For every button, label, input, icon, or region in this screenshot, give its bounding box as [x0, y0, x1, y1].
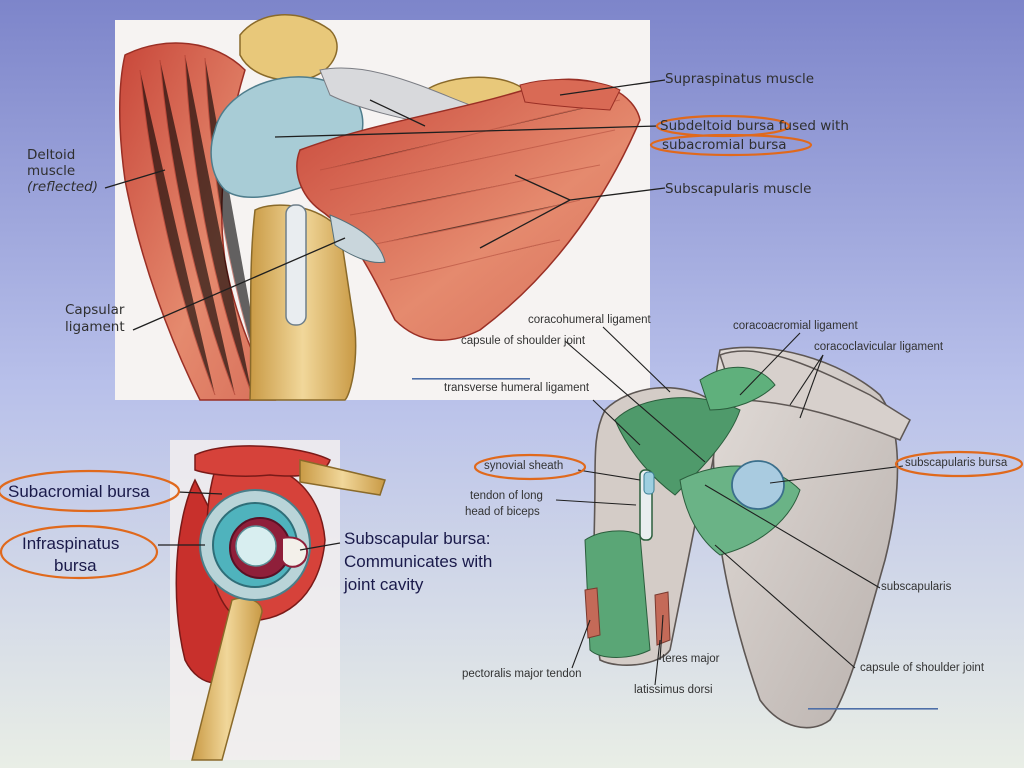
label-deltoid-2: muscle: [27, 163, 76, 179]
label-tendon-of-long-2: head of biceps: [465, 506, 540, 518]
label-infraspinatus-1: Infraspinatus: [22, 534, 120, 553]
label-latissimus-dorsi: latissimus dorsi: [634, 684, 713, 696]
label-subscapular-bursa-1: Subscapular bursa:: [344, 529, 491, 548]
label-coracoacromial-ligament: coracoacromial ligament: [733, 320, 858, 332]
highlight-ovals: [0, 114, 1024, 580]
label-synovial-sheath: synovial sheath: [484, 460, 564, 472]
label-supraspinatus-muscle: Supraspinatus muscle: [665, 71, 815, 87]
oval-synovial: [473, 453, 587, 481]
label-subscapular-bursa-3: joint cavity: [344, 575, 424, 594]
supraspinatus-muscle-shape: [519, 79, 621, 111]
br-synovial-sheath: [643, 471, 655, 495]
label-subacromial-bursa: Subacromial bursa: [8, 482, 150, 501]
br-leader-lines: [555, 326, 904, 686]
label-capsular-2: ligament: [65, 319, 125, 335]
label-capsule-of-shoulder-joint-top: capsule of shoulder joint: [461, 335, 586, 347]
label-subscapularis-bursa: subscapularis bursa: [905, 457, 1008, 469]
bl-humerus-shape: [191, 597, 263, 761]
oval-subscapularis-bursa: [894, 450, 1024, 478]
br-clavicle-shape: [719, 350, 911, 441]
bottom-right-illustration: [412, 346, 938, 729]
label-tendon-of-long-1: tendon of long: [470, 490, 543, 502]
br-subscapularis-bursa: [731, 460, 785, 510]
top-illustration: [115, 14, 650, 401]
bl-leader-lines: [158, 491, 341, 551]
label-deltoid-1: Deltoid: [27, 147, 76, 163]
br-green-muscle-3: [584, 530, 651, 658]
top-leader-lines: [104, 79, 666, 331]
label-teres-major: teres major: [662, 653, 720, 665]
bl-subscapular-pouch: [281, 536, 308, 568]
label-subdeltoid-bursa-1: Subdeltoid bursa fused with: [660, 118, 849, 134]
biceps-tendon-shape: [285, 204, 307, 326]
label-subscapularis: subscapularis: [881, 581, 952, 593]
label-subdeltoid-bursa-2: subacromial bursa: [662, 137, 787, 153]
bottom-left-illustration: [170, 440, 386, 761]
label-capsular-1: Capsular: [65, 302, 125, 318]
label-deltoid-3: (reflected): [27, 179, 99, 195]
label-subscapularis-muscle: Subscapularis muscle: [665, 181, 812, 197]
oval-infraspinatus: [0, 524, 159, 580]
br-teres-band: [584, 587, 601, 639]
oval-subacromial-top: [649, 133, 813, 157]
bl-humeral-head: [235, 525, 277, 567]
oval-subacromial-left: [0, 469, 181, 513]
label-coracoclavicular-ligament: coracoclavicular ligament: [814, 341, 944, 353]
br-green-muscle-1: [614, 397, 741, 496]
label-transverse-humeral-ligament: transverse humeral ligament: [444, 382, 590, 394]
bl-clavicle-shape: [299, 459, 386, 496]
acromion-shape: [239, 14, 338, 81]
br-underline-top: [412, 378, 530, 380]
br-underline-bottom: [808, 708, 938, 710]
label-capsule-of-shoulder-joint-bottom: capsule of shoulder joint: [860, 662, 985, 674]
label-infraspinatus-2: bursa: [54, 556, 97, 575]
label-pectoralis-major-tendon: pectoralis major tendon: [462, 668, 582, 680]
capsular-ligament-shape: [329, 214, 386, 264]
label-subscapular-bursa-2: Communicates with: [344, 552, 493, 571]
label-coracohumeral-ligament: coracohumeral ligament: [528, 314, 651, 326]
